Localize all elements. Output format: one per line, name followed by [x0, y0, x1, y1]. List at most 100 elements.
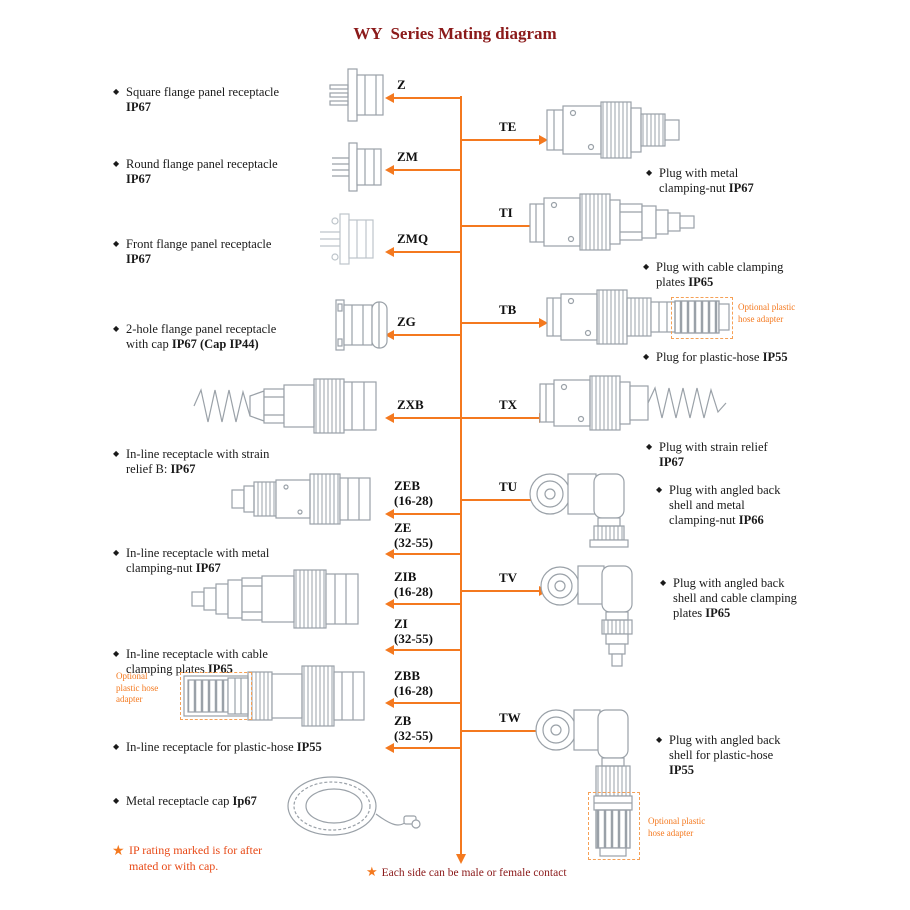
- item-label: Metal receptacle cap: [126, 794, 233, 808]
- diamond-bullet-icon: ◆: [643, 262, 650, 271]
- arrow-head-icon: [385, 743, 394, 753]
- left-item-2hole-flange: ◆ 2-hole flange panel receptacle with ca…: [113, 322, 348, 352]
- code-tu: TU: [499, 479, 517, 495]
- code-size-range: (16-28): [394, 492, 433, 508]
- item-line: with cap IP67 (Cap IP44): [126, 337, 348, 352]
- item-line: IP67: [126, 252, 348, 267]
- item-line: clamping-nut IP67: [126, 561, 348, 576]
- plug-tv-image: [538, 556, 663, 674]
- item-line: Plug with cable clamping: [656, 260, 843, 275]
- ip-rating: IP65: [688, 275, 714, 289]
- code-zbb: ZBB(16-28): [394, 668, 433, 699]
- inline-metal-clamping-receptacle-image: [228, 468, 390, 530]
- item-line: Plug with angled back: [673, 576, 860, 591]
- arrow-head-icon: [385, 599, 394, 609]
- ip-rating: IP55: [669, 763, 694, 777]
- inline-strain-relief-receptacle-image: [190, 370, 390, 442]
- square-flange-receptacle-image: [318, 66, 390, 124]
- right-item-tb: ◆ Plug for plastic-hose IP55: [643, 350, 863, 365]
- item-line: Plug with metal: [659, 166, 846, 181]
- optional-adapter-note-tw: Optional plastic hose adapter: [648, 816, 724, 839]
- item-label: Round flange panel receptacle: [126, 157, 278, 171]
- item-label: Plug with angled back: [669, 483, 781, 497]
- arrow-right-tx: [462, 413, 548, 423]
- arrow-head-icon: [385, 330, 394, 340]
- item-line: Plug with strain relief: [659, 440, 846, 455]
- item-line: Plug with angled back: [669, 733, 856, 748]
- ip-rating: IP67: [126, 252, 151, 266]
- note-text: Each side can be male or female contact: [381, 867, 567, 879]
- diamond-bullet-icon: ◆: [113, 87, 120, 96]
- note-line: mated or with cap.: [129, 858, 219, 873]
- item-label: Plug with angled back: [673, 576, 785, 590]
- plug-tw-image: [532, 698, 667, 863]
- note-line: hose adapter: [648, 827, 694, 838]
- arrow-head-icon: [385, 93, 394, 103]
- ip-rating: IP67: [728, 181, 754, 195]
- right-item-te: ◆ Plug with metal clamping-nut IP67: [646, 166, 846, 196]
- ip-rating: IP67: [126, 100, 151, 114]
- code-size-range: (16-28): [394, 583, 433, 599]
- code-z: Z: [397, 77, 406, 93]
- code-ze: ZE(32-55): [394, 520, 433, 551]
- item-line: IP67: [659, 455, 846, 470]
- inline-plastic-hose-receptacle-image: [178, 658, 390, 734]
- left-item-strain-relief: ◆ In-line receptacle with strain relief …: [113, 447, 348, 477]
- each-side-footnote: ★Each side can be male or female contact: [366, 864, 567, 880]
- code-zxb: ZXB: [397, 397, 424, 413]
- code-tb: TB: [499, 302, 516, 318]
- round-flange-receptacle-image: [318, 138, 390, 196]
- item-label: shell for plastic-hose: [669, 748, 774, 762]
- item-label: relief B:: [126, 462, 171, 476]
- item-label: In-line receptacle with cable: [126, 647, 268, 661]
- item-label: clamping-nut: [126, 561, 196, 575]
- code-label: ZXB: [397, 397, 424, 412]
- plug-ti-image: [528, 190, 708, 254]
- code-size-range: (32-55): [394, 630, 433, 646]
- item-line: IP67: [126, 172, 348, 187]
- right-item-ti: ◆ Plug with cable clamping plates IP65: [643, 260, 843, 290]
- 2hole-flange-receptacle-image: [318, 292, 394, 358]
- item-line: plates IP65: [673, 606, 860, 621]
- code-ti: TI: [499, 205, 513, 221]
- code-label: ZI: [394, 616, 408, 631]
- diamond-bullet-icon: ◆: [113, 239, 120, 248]
- item-line: IP55: [669, 763, 856, 778]
- item-line: In-line receptacle with metal: [126, 546, 348, 561]
- ip-rating: IP65: [705, 606, 731, 620]
- code-label: TW: [499, 710, 521, 725]
- item-label: with cap: [126, 337, 172, 351]
- item-label: clamping-nut: [669, 513, 739, 527]
- code-label: ZMQ: [397, 231, 429, 246]
- arrow-left-ze: [385, 549, 460, 559]
- code-zb: ZB(32-55): [394, 713, 433, 744]
- item-label: clamping-nut: [659, 181, 729, 195]
- right-item-tx: ◆ Plug with strain relief IP67: [646, 440, 846, 470]
- ip-rating: IP55: [296, 740, 322, 754]
- diamond-bullet-icon: ◆: [113, 649, 120, 658]
- plug-tu-image: [528, 460, 653, 554]
- plug-tx-image: [538, 370, 733, 436]
- item-line: clamping-nut IP66: [669, 513, 856, 528]
- arrow-head-icon: [385, 509, 394, 519]
- note-line: plastic hose: [116, 682, 159, 693]
- item-line: Round flange panel receptacle: [126, 157, 348, 172]
- item-label: Front flange panel receptacle: [126, 237, 272, 251]
- item-label: In-line receptacle for plastic-hose: [126, 740, 297, 754]
- note-line: adapter: [116, 694, 143, 705]
- optional-adapter-note-left: Optional plastic hose adapter: [116, 671, 178, 706]
- item-line: plates IP65: [656, 275, 843, 290]
- arrow-left-zi: [385, 645, 460, 655]
- code-zmq: ZMQ: [397, 231, 429, 247]
- inline-cable-clamping-receptacle-image: [186, 562, 390, 636]
- code-size-range: (32-55): [394, 534, 433, 550]
- arrow-head-icon: [385, 247, 394, 257]
- diamond-bullet-icon: ◆: [646, 442, 653, 451]
- item-label: 2-hole flange panel receptacle: [126, 322, 277, 336]
- item-label: In-line receptacle with metal: [126, 546, 270, 560]
- code-label: ZE: [394, 520, 412, 535]
- ip-rating-footnote: ★ IP rating marked is for after mated or…: [112, 843, 262, 874]
- diamond-bullet-icon: ◆: [113, 324, 120, 333]
- arrow-right-tv: [462, 586, 548, 596]
